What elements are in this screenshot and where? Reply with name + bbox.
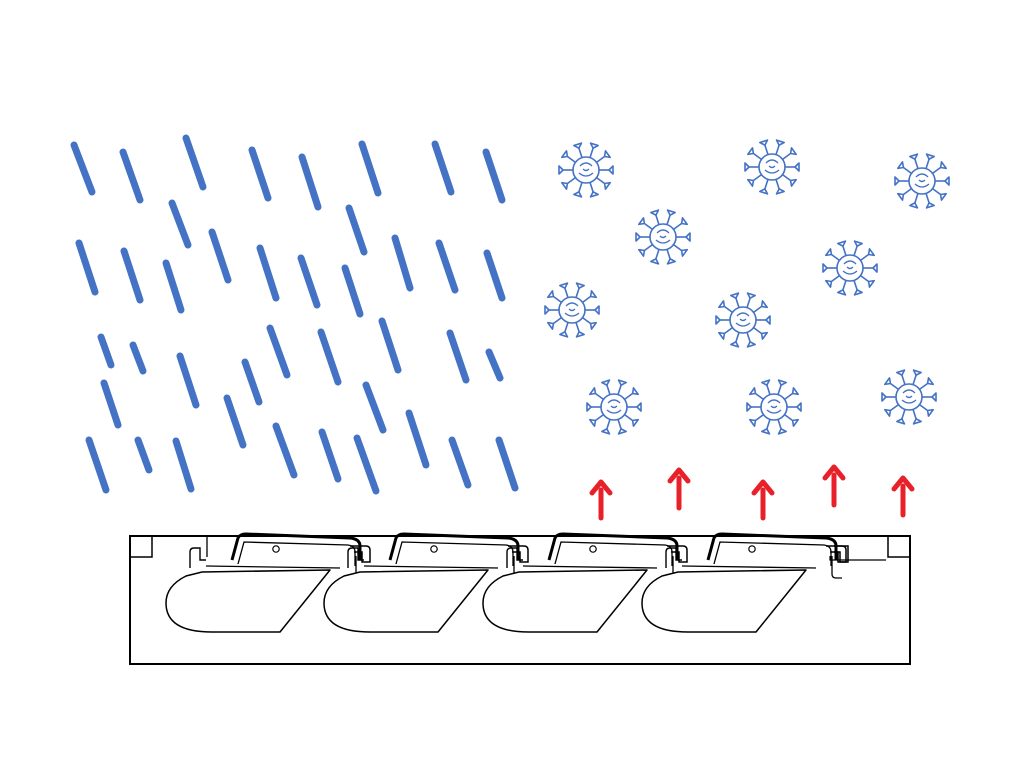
rain-streak-icon — [495, 436, 519, 492]
rain-streak-icon — [341, 264, 364, 318]
rain-streak-icon — [353, 434, 380, 495]
rain-streak-icon — [248, 146, 272, 202]
rain-streak-icon — [435, 239, 459, 294]
rain-streak-icon — [318, 428, 342, 483]
rain-streak-icon — [75, 239, 99, 296]
louver-blade-icon — [323, 532, 529, 633]
virus-icon — [544, 282, 600, 338]
virus-icon — [746, 379, 802, 435]
rain-streak-icon — [448, 436, 472, 489]
virus-icon — [558, 142, 614, 198]
rain-streak-icon — [70, 141, 96, 196]
rain-streak-icon — [162, 259, 185, 314]
virus-group — [544, 139, 950, 435]
virus-icon — [881, 369, 937, 425]
rain-streak-icon — [378, 317, 402, 374]
rain-streak-icon — [120, 247, 144, 304]
rain-streak-icon — [129, 341, 147, 375]
frame-left-post — [130, 536, 153, 558]
rain-streak-icon — [317, 328, 342, 386]
rain-streak-icon — [168, 199, 192, 249]
louver-housing — [129, 532, 911, 665]
rain-streak-icon — [431, 140, 455, 196]
louver-blade-icon — [165, 532, 371, 633]
virus-icon — [822, 240, 878, 296]
end-clip — [834, 545, 849, 563]
virus-icon — [635, 209, 691, 265]
rain-streak-icon — [362, 381, 387, 434]
rain-streak-icon — [345, 204, 368, 256]
airflow-arrows-group — [589, 464, 915, 521]
rain-streak-icon — [272, 422, 298, 479]
rain-streak-icon — [298, 153, 322, 211]
rain-streak-icon — [391, 234, 414, 292]
rain-streak-icon — [256, 244, 280, 302]
rain-streak-icon — [446, 329, 470, 384]
virus-icon — [586, 379, 642, 435]
virus-icon — [715, 292, 771, 348]
rain-streak-icon — [241, 358, 263, 406]
rain-streak-icon — [358, 140, 382, 197]
rain-streak-icon — [172, 437, 195, 493]
rain-group — [70, 134, 519, 495]
arrow-up-icon — [891, 475, 915, 518]
arrow-up-icon — [751, 479, 775, 521]
arrow-up-icon — [589, 479, 613, 521]
virus-icon — [744, 139, 800, 195]
rain-streak-icon — [482, 148, 506, 204]
rain-streak-icon — [485, 348, 504, 382]
rain-streak-icon — [134, 436, 153, 474]
rain-streak-icon — [297, 254, 321, 309]
rain-streak-icon — [85, 436, 110, 494]
rain-streak-icon — [119, 148, 144, 204]
virus-icon — [894, 153, 950, 209]
louver-frame — [129, 535, 911, 665]
rain-streak-icon — [100, 379, 122, 429]
rain-streak-icon — [405, 409, 430, 469]
end-rail — [829, 556, 886, 561]
rain-streak-icon — [182, 134, 207, 191]
rain-streak-icon — [97, 333, 115, 369]
rain-streak-icon — [208, 228, 232, 284]
rain-streak-icon — [483, 249, 506, 302]
arrow-up-icon — [822, 464, 846, 508]
frame-right-post — [887, 536, 910, 558]
rain-streak-icon — [266, 324, 291, 379]
louver-blade-icon — [641, 532, 847, 633]
arrow-up-icon — [667, 467, 691, 511]
rain-streak-icon — [223, 394, 247, 449]
rain-streak-icon — [176, 352, 200, 409]
